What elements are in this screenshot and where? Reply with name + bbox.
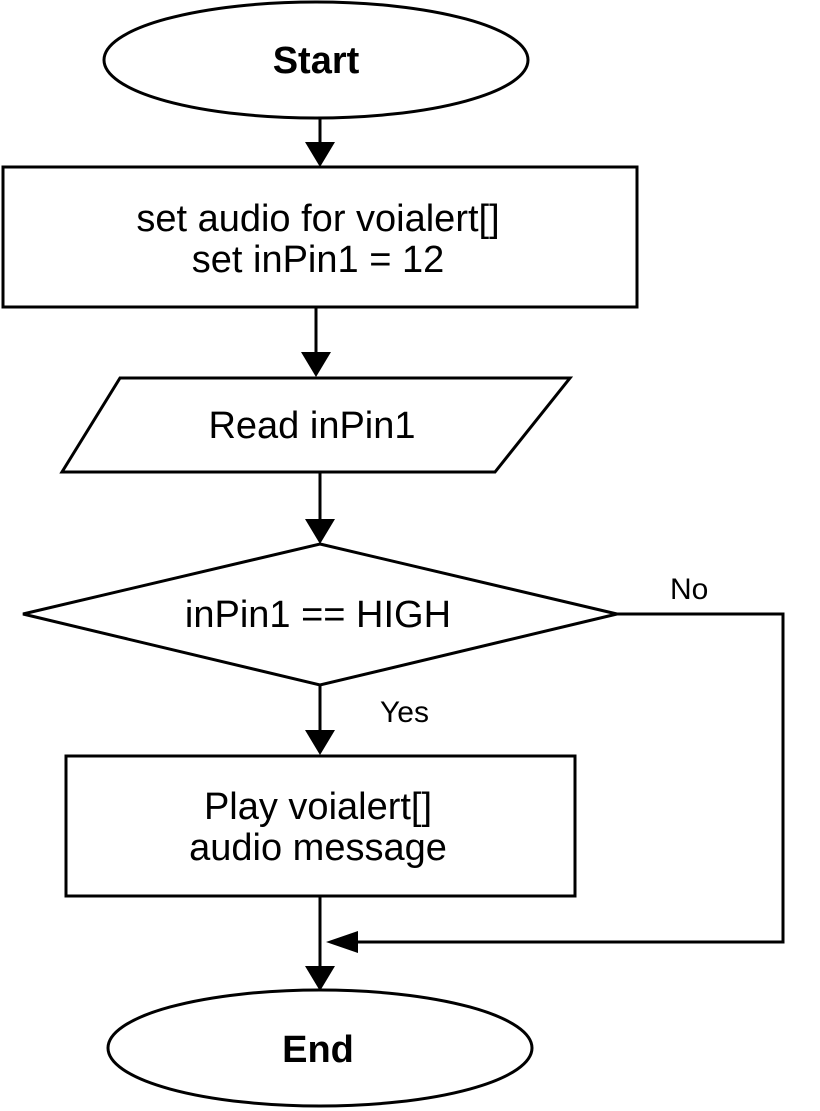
yes-branch-label: Yes (380, 696, 429, 729)
edge-start-to-init (305, 118, 335, 167)
arrowhead-icon (305, 519, 335, 544)
init-line1: set audio for voialert[] (136, 198, 499, 240)
start-node: Start (102, 0, 530, 120)
start-label: Start (273, 40, 360, 82)
play-process-box: Play voialert[] audio message (64, 754, 577, 898)
edge-read-to-decision (305, 472, 335, 544)
decision-label: inPin1 == HIGH (185, 594, 451, 636)
init-line2: set inPin1 = 12 (192, 239, 444, 281)
arrowhead-icon (305, 142, 335, 167)
read-label: Read inPin1 (208, 405, 415, 447)
arrowhead-icon (305, 730, 335, 755)
edge-yes-branch: Yes (305, 685, 429, 755)
end-label: End (282, 1029, 354, 1071)
read-input-node: Read inPin1 (59, 376, 574, 474)
decision-node: inPin1 == HIGH (22, 542, 618, 687)
edge-play-to-end (305, 896, 335, 991)
init-process-box: set audio for voialert[] set inPin1 = 12 (1, 165, 639, 309)
edge-no-branch: No (326, 573, 785, 953)
arrowhead-icon (301, 352, 331, 377)
arrowhead-icon (305, 966, 335, 991)
play-line1: Play voialert[] (204, 786, 432, 828)
arrowhead-icon (326, 931, 358, 953)
end-node: End (106, 988, 534, 1108)
play-line2: audio message (189, 827, 447, 869)
edge-init-to-read (301, 307, 331, 377)
no-branch-label: No (670, 573, 708, 606)
